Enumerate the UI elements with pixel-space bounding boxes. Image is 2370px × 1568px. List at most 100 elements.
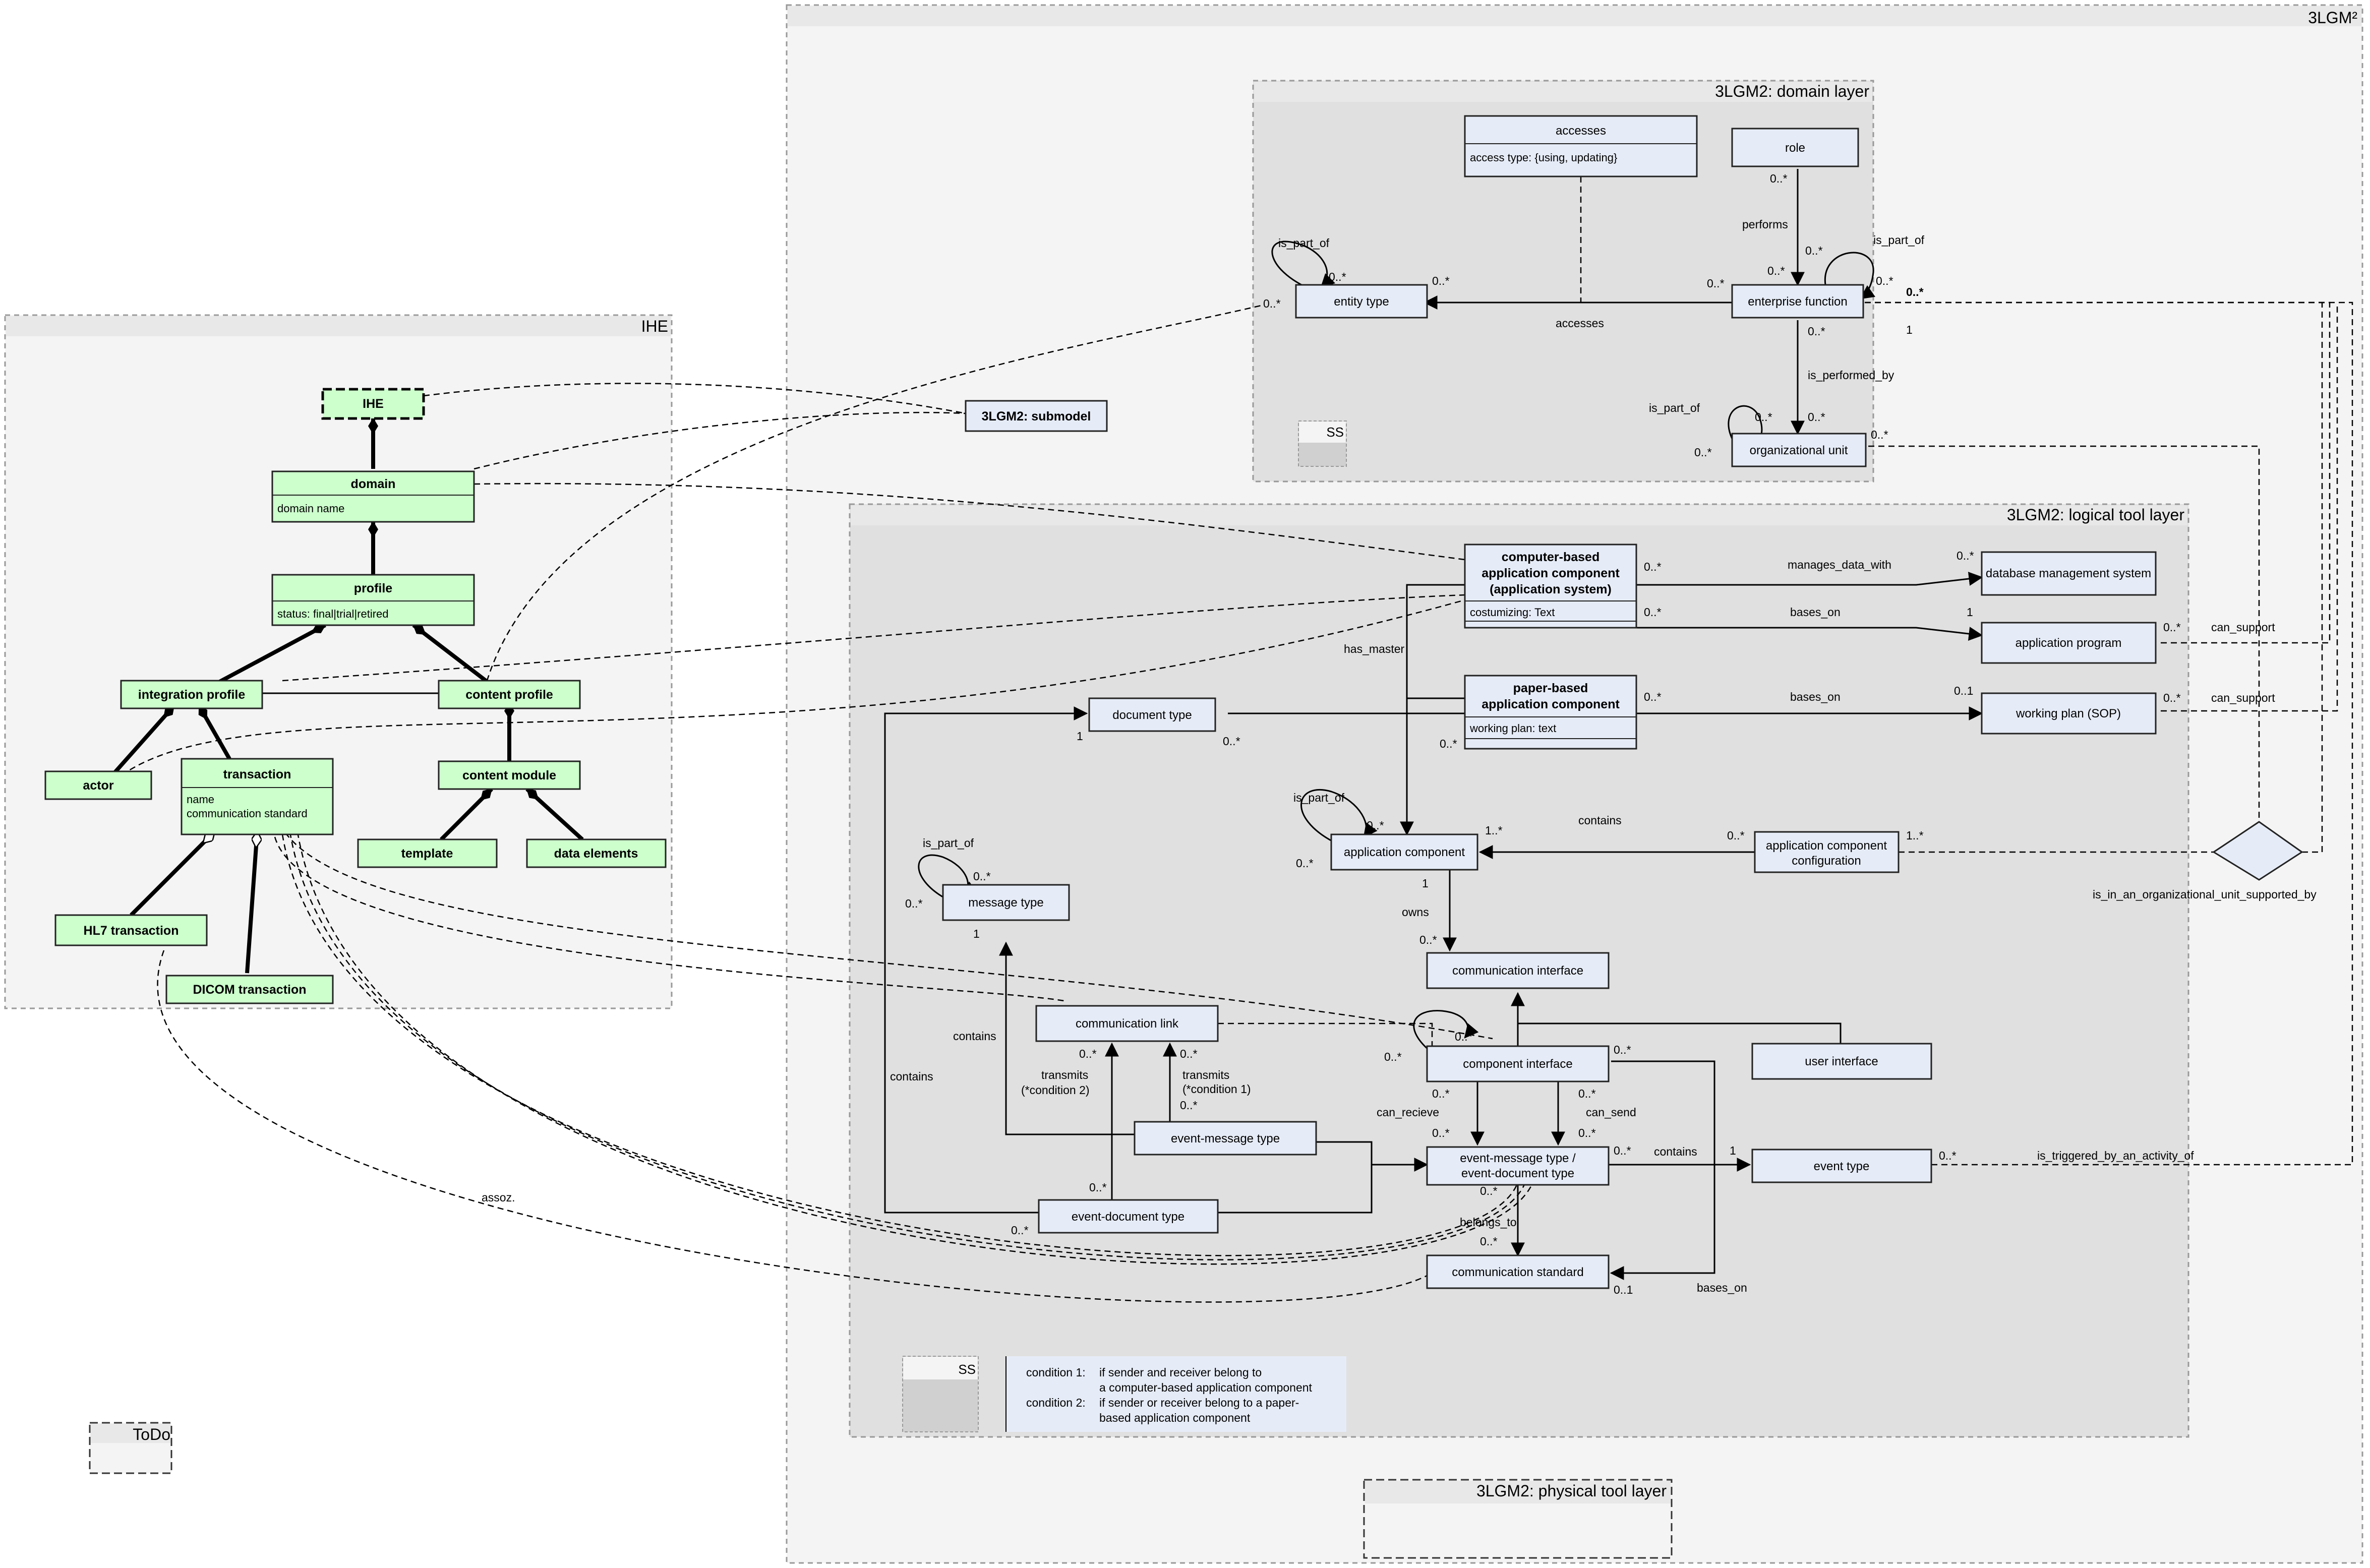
label-is-in-org: is_in_an_organizational_unit_supported_b… — [2093, 888, 2317, 901]
class-ihe[interactable]: IHE — [321, 388, 425, 420]
submodel-title: 3LGM2: submodel — [982, 409, 1091, 424]
class-3lgm2-submodel[interactable]: 3LGM2: submodel — [965, 400, 1108, 432]
application-program-title: application program — [2016, 636, 2122, 650]
acc-title-1: application component — [1766, 839, 1887, 853]
class-dicom-transaction[interactable]: DICOM transaction — [165, 975, 334, 1004]
class-database-management-system[interactable]: database management system — [1981, 551, 2157, 596]
mult: 1 — [1730, 1144, 1736, 1157]
label-bases-on-3: bases_on — [1697, 1281, 1747, 1294]
event-type-title: event type — [1814, 1160, 1870, 1173]
edge-profile-intprofile — [216, 623, 326, 685]
label-is-triggered: is_triggered_by_an_activity_of — [2037, 1149, 2194, 1162]
integration-profile-title: integration profile — [138, 688, 246, 702]
edge-org-diamond — [1868, 445, 2260, 819]
class-data-elements[interactable]: data elements — [526, 838, 667, 868]
cbac-title-3: (application system) — [1490, 582, 1612, 596]
class-user-interface[interactable]: user interface — [1751, 1043, 1932, 1080]
mult: 0..* — [1079, 1047, 1097, 1060]
edge-transmits-c2 — [999, 941, 1135, 1135]
mult: 0..* — [1727, 829, 1745, 842]
domain-attr: domain name — [277, 502, 344, 515]
class-template[interactable]: template — [357, 838, 498, 868]
edge-transaction-emdt-1 — [281, 834, 1519, 1256]
dbms-title: database management system — [1986, 567, 2151, 580]
class-working-plan[interactable]: working plan (SOP) — [1981, 692, 2157, 735]
package-todo: ToDo — [89, 1422, 172, 1474]
connectors — [112, 169, 2353, 1303]
class-communication-link[interactable]: communication link — [1035, 1005, 1219, 1042]
edge-msgtype-self — [918, 854, 978, 899]
mult: 0..* — [1180, 1047, 1198, 1060]
note-c1-label: condition 1: — [1026, 1366, 1086, 1379]
class-computer-based-application-component[interactable]: computer-based application component (ap… — [1464, 544, 1637, 629]
mult: 1 — [1967, 606, 1973, 619]
mult: 0..* — [1296, 857, 1314, 870]
communication-standard-title: communication standard — [1452, 1265, 1583, 1279]
mult: 0..* — [973, 870, 991, 883]
class-transaction[interactable]: transaction name communication standard — [181, 758, 334, 835]
note-c1-line2: a computer-based application component — [1099, 1381, 1313, 1394]
class-enterprise-function-title: enterprise function — [1748, 295, 1847, 309]
class-accesses[interactable]: accesses access type: {using, updating} — [1464, 115, 1698, 177]
class-paper-based-application-component[interactable]: paper-based application component workin… — [1464, 675, 1637, 750]
class-event-type[interactable]: event type — [1751, 1149, 1932, 1183]
label-can-send: can_send — [1586, 1106, 1636, 1119]
mult: 0..* — [1432, 1126, 1450, 1139]
mult: 0..* — [1614, 1043, 1631, 1056]
edge-transaction-link — [274, 836, 1064, 1002]
package-ihe: IHE — [4, 314, 673, 1009]
mult: 0..* — [1614, 1144, 1631, 1157]
mult: 0..* — [905, 897, 923, 910]
class-application-component-configuration[interactable]: application component configuration — [1754, 831, 1900, 873]
class-communication-interface[interactable]: communication interface — [1426, 952, 1610, 989]
class-domain[interactable]: domain domain name — [271, 470, 475, 523]
mult: 0..* — [1578, 1126, 1596, 1139]
edge-ci-bases-on — [1610, 1060, 1715, 1280]
edge-transaction-emdt-3 — [297, 831, 1534, 1265]
label-function-is-part-of: is_part_of — [1873, 233, 1925, 247]
edge-has-master — [1400, 584, 1465, 836]
org-support-association-diamond — [2212, 821, 2303, 881]
class-application-component[interactable]: application component — [1330, 833, 1478, 871]
label-condition-2: (*condition 2) — [1021, 1083, 1090, 1097]
label-performs: performs — [1742, 218, 1788, 231]
mult: 0..* — [1480, 1235, 1498, 1248]
class-document-type[interactable]: document type — [1088, 697, 1216, 732]
edge-intprofile-transaction — [197, 705, 231, 760]
edge-can-support-1 — [1861, 301, 2331, 644]
class-content-profile[interactable]: content profile — [438, 680, 581, 709]
class-event-message-document-type[interactable]: event-message type / event-document type — [1426, 1146, 1610, 1186]
mult: 0..* — [1957, 549, 1974, 562]
mult: 1..* — [1906, 829, 1924, 842]
mult: 1..* — [1485, 824, 1503, 837]
edge-evmsg-gen — [1316, 1141, 1429, 1172]
application-component-title: application component — [1344, 846, 1465, 859]
label-transmits-c1: transmits — [1182, 1068, 1229, 1081]
edge-evdoc-gen — [1218, 1165, 1373, 1214]
class-communication-standard[interactable]: communication standard — [1426, 1254, 1610, 1289]
class-event-document-type[interactable]: event-document type — [1038, 1199, 1219, 1234]
class-organizational-unit[interactable]: organizational unit — [1731, 433, 1867, 467]
edge-content-entity — [483, 304, 1264, 691]
class-integration-profile[interactable]: integration profile — [120, 680, 263, 709]
multiplicities: 0..* 0..* 0..* 0..* 0..* 0..* 0..* 0..* … — [905, 172, 2181, 1296]
label-msg-is-part-of: is_part_of — [923, 836, 974, 850]
class-entity-type[interactable]: entity type — [1295, 284, 1428, 319]
mult: 0..* — [1263, 297, 1281, 310]
mult: 0..* — [1939, 1149, 1957, 1162]
class-profile[interactable]: profile status: final|trial|retired — [271, 574, 475, 626]
class-component-interface[interactable]: component interface — [1426, 1045, 1610, 1082]
edge-manages-data — [1636, 572, 1983, 586]
mult: 0..1 — [1614, 1283, 1633, 1296]
class-application-program[interactable]: application program — [1981, 622, 2157, 664]
class-actor[interactable]: actor — [44, 770, 152, 800]
class-content-module[interactable]: content module — [438, 760, 581, 790]
class-message-type[interactable]: message type — [942, 884, 1070, 921]
class-enterprise-function[interactable]: enterprise function — [1731, 284, 1864, 319]
mult: 0..* — [1808, 410, 1825, 424]
class-event-message-type[interactable]: event-message type — [1134, 1121, 1317, 1156]
class-role-title: role — [1785, 141, 1805, 155]
class-hl7-transaction[interactable]: HL7 transaction — [54, 914, 208, 946]
label-org-is-part-of: is_part_of — [1649, 401, 1700, 414]
class-role[interactable]: role — [1731, 128, 1859, 167]
